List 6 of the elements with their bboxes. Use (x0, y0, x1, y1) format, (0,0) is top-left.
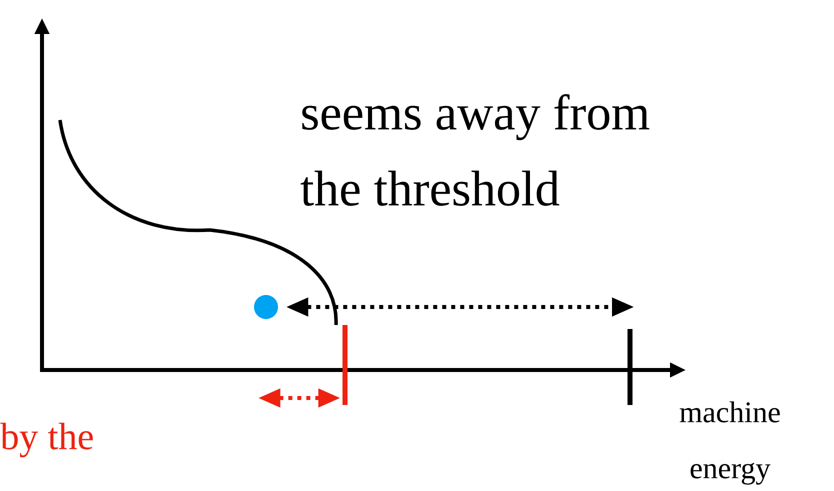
tick-mark (628, 329, 632, 405)
dot (254, 295, 278, 319)
tick-mark (342, 325, 348, 405)
text-label: seems away from the threshold (300, 94, 650, 206)
text-label: by the (0, 422, 93, 458)
text-label: machine energy (680, 401, 780, 485)
